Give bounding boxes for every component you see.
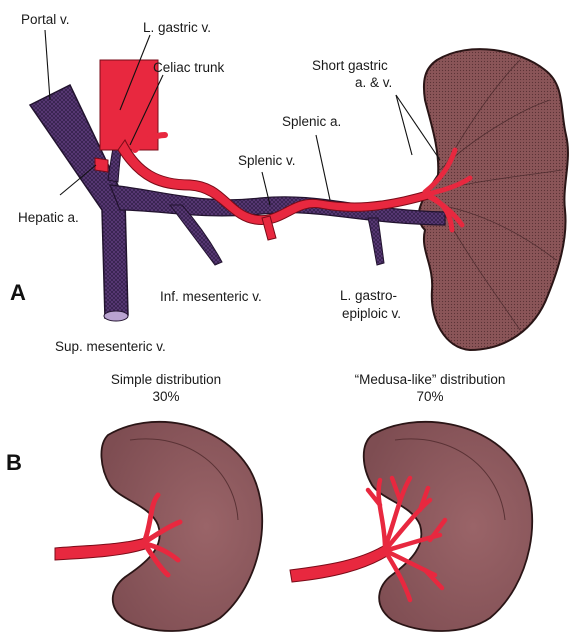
label-short-gastric-line2: a. & v.: [355, 75, 392, 90]
label-portal-v: Portal v.: [21, 12, 70, 27]
simple-distribution-percent: 30%: [152, 389, 179, 404]
label-inf-mesenteric-v: Inf. mesenteric v.: [160, 289, 262, 304]
leader-short-gastric-1: [396, 95, 412, 155]
label-l-gastro-line2: epiploic v.: [342, 306, 401, 321]
panel-b: B Simple distribution 30% “Medusa-like” …: [6, 372, 532, 631]
leader-portal-v: [45, 30, 50, 100]
medusa-distribution-title: “Medusa-like” distribution: [355, 372, 506, 387]
label-splenic-a: Splenic a.: [282, 114, 341, 129]
label-splenic-v: Splenic v.: [238, 153, 296, 168]
spleen-illustration-a: [419, 49, 568, 350]
label-l-gastric-v: L. gastric v.: [143, 20, 211, 35]
simple-distribution-title: Simple distribution: [111, 372, 221, 387]
spleen-medusa-distribution: [290, 422, 532, 631]
medusa-distribution-percent: 70%: [416, 389, 443, 404]
panel-a: Portal v. L. gastric v. Celiac trunk Sho…: [10, 12, 568, 354]
panel-letter-a: A: [10, 280, 26, 305]
label-hepatic-a: Hepatic a.: [18, 210, 79, 225]
label-sup-mesenteric-v: Sup. mesenteric v.: [55, 339, 166, 354]
leader-splenic-a: [316, 135, 330, 200]
label-l-gastro-line1: L. gastro-: [340, 288, 397, 303]
label-celiac-trunk: Celiac trunk: [153, 60, 225, 75]
spleen-simple-distribution: [55, 422, 262, 631]
panel-letter-b: B: [6, 450, 22, 475]
label-short-gastric-line1: Short gastric: [312, 58, 388, 73]
